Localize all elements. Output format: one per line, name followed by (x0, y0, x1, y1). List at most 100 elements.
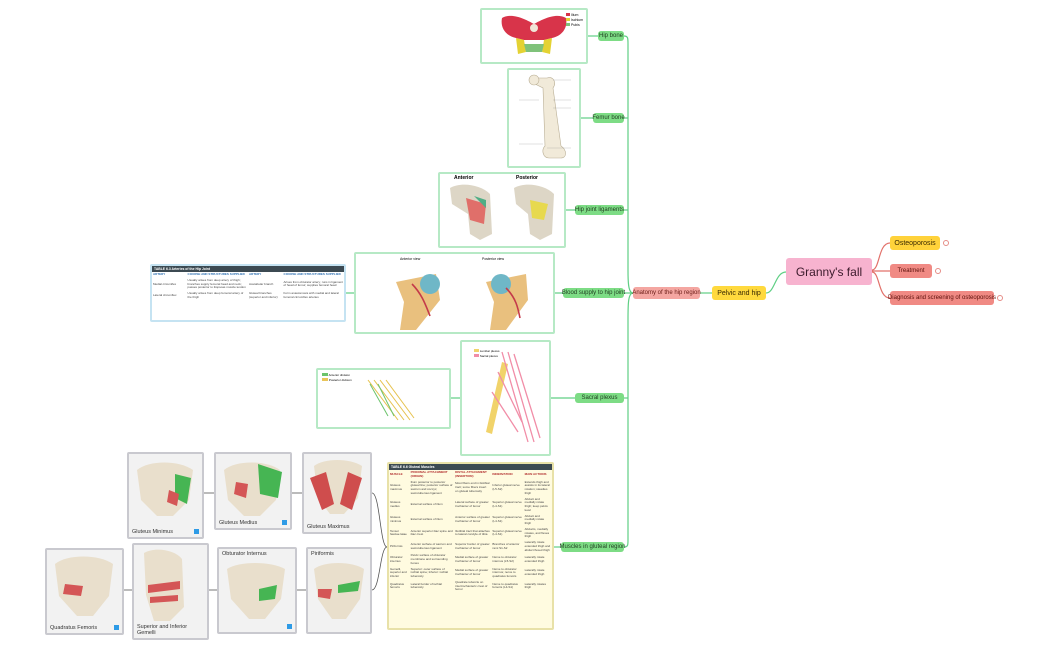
muscle-card-label: Gluteus Maximus (307, 524, 350, 530)
table-cell: Abducts, medially rotates, and flexes th… (524, 526, 550, 539)
table-cell: Inferior gluteal nerve (L5-S2) (492, 483, 520, 491)
topic-hip-bone[interactable]: Hip bone (598, 31, 624, 41)
table-cell: Medial surface of greater trochanter of … (455, 568, 489, 577)
collapse-icon[interactable] (943, 240, 949, 246)
col-header: PROXIMAL ATTACHMENT (ORIGIN) (410, 470, 448, 478)
expand-icon[interactable] (114, 625, 119, 630)
table-cell: Abduct and medially rotate thigh (524, 513, 545, 525)
table-cell: Gemelli, superior and inferior (390, 566, 407, 578)
table-cell: Lateral circumflex (153, 292, 177, 297)
col-header: COURSE AND STRUCTURES SUPPLIED (187, 272, 245, 276)
arteries-table[interactable]: TABLE 6.3 Arteries of the Hip Joint ARTE… (150, 264, 346, 322)
femur-image[interactable] (507, 68, 581, 168)
table-cell: Quadratus femoris (390, 581, 405, 590)
table-cell: Abduct and medially rotate thigh; keep p… (524, 496, 548, 512)
hip-bone-image[interactable]: Ilium Ischium Pubis (480, 8, 588, 64)
ligament-posterior-label: Posterior (516, 175, 538, 181)
blood-supply-image[interactable]: Anterior view Posterior view (354, 252, 555, 334)
table-cell: Form anastomosis with medial and lateral… (283, 291, 339, 299)
topic-diagnosis[interactable]: Diagnosis and screening of osteoporosis (888, 291, 996, 305)
topic-treatment[interactable]: Treatment (890, 264, 932, 278)
table-cell: Anterior surface of greater trochanter o… (455, 515, 490, 524)
gluteal-muscles-table[interactable]: TABLE 6.6 Gluteal Muscles MUSCLE PROXIMA… (387, 462, 554, 630)
col-header: COURSE AND STRUCTURES SUPPLIED (283, 272, 341, 276)
quadratus-femoris-illustration (55, 556, 113, 616)
topic-anatomy-hip-region[interactable]: Anatomy of the hip region (632, 287, 701, 299)
hip-bone-legend: Ilium Ischium Pubis (566, 13, 583, 28)
topic-pelvic-and-hip[interactable]: Pelvic and hip (712, 286, 766, 300)
table-cell: Laterally rotate extended thigh and abdu… (524, 540, 551, 552)
table-cell: Lateral border of ischial tuberosity (410, 581, 442, 590)
table-cell: Quadrate tubercle on intertrochanteric c… (455, 579, 488, 592)
gluteal-table-title: TABLE 6.6 Gluteal Muscles (389, 464, 552, 470)
topic-blood-supply[interactable]: Blood supply to hip joint (561, 288, 626, 298)
gluteus-minimus-illustration (137, 462, 193, 516)
arteries-table-title: TABLE 6.3 Arteries of the Hip Joint (152, 266, 344, 272)
root-topic[interactable]: Granny's fall (786, 258, 872, 285)
pelvis-illustration (501, 15, 567, 54)
blood-supply-illustration (396, 274, 528, 330)
expand-icon[interactable] (287, 624, 292, 629)
table-cell: Acetabular branch (248, 281, 274, 286)
table-cell: Superior border of greater trochanter of… (455, 541, 490, 550)
gluteus-medius-illustration (224, 462, 282, 516)
table-row: Medial circumflex Usually arises from de… (152, 278, 344, 291)
expand-icon[interactable] (194, 529, 199, 534)
col-header: ARTERY (248, 272, 262, 276)
table-cell: Gluteus maximus (390, 483, 403, 491)
table-cell: Extends thigh and assists in its lateral… (524, 479, 550, 495)
muscle-card-gluteus-minimus[interactable]: Gluteus Minimus (127, 452, 204, 539)
expand-icon[interactable] (282, 520, 287, 525)
muscle-card-quadratus-femoris[interactable]: Quadratus Femoris (45, 548, 124, 635)
topic-muscles-gluteal[interactable]: Muscles in gluteal region (559, 542, 626, 552)
table-cell: External surface of ilium (410, 502, 443, 507)
hip-ligaments-image[interactable]: Anterior Posterior (438, 172, 566, 248)
table-cell: Obturator internus (390, 555, 403, 563)
table-cell: Usually arises from deep artery of thigh… (187, 277, 246, 290)
muscle-card-label: Piriformis (311, 551, 334, 557)
sacral-plexus-right-illustration (486, 351, 541, 443)
table-cell: Gluteal branches (superior and inferior) (248, 291, 278, 299)
muscle-card-gluteus-maximus[interactable]: Gluteus Maximus (302, 452, 372, 534)
col-header: MAIN ACTIONS (524, 471, 547, 476)
muscle-card-label: Superior and Inferior Gemelli (137, 624, 188, 636)
table-cell: Lateral surface of greater trochanter of… (455, 500, 489, 508)
muscle-card-piriformis[interactable]: Piriformis (306, 547, 372, 634)
femur-illustration (519, 74, 571, 159)
table-cell: Superior gluteal nerve (L4-S1) (492, 528, 522, 537)
topic-osteoporosis[interactable]: Osteoporosis (890, 236, 940, 250)
table-cell: Pelvic surface of obturator membrane and… (410, 553, 448, 565)
table-cell: External surface of ilium (410, 517, 443, 522)
sacral-plexus-image-left[interactable]: Anterior division Posterior division (316, 368, 451, 429)
table-cell: Superior: outer surface of ischial spine… (410, 566, 449, 578)
muscle-card-gemelli[interactable]: Superior and Inferior Gemelli (132, 543, 209, 640)
table-cell: Medial surface of greater trochanter of … (455, 555, 489, 563)
obturator-internus-illustration (227, 563, 285, 619)
table-cell: Branches of anterior rami S1-S2 (492, 541, 520, 550)
collapse-icon[interactable] (997, 295, 1003, 301)
collapse-icon[interactable] (935, 268, 941, 274)
table-row: Lateral circumflex Usually arises from d… (152, 291, 344, 301)
sacral-plexus-image-right[interactable]: Lumbar plexus Sacral plexus (460, 340, 551, 456)
topic-sacral-plexus[interactable]: Sacral plexus (575, 393, 624, 403)
topic-hip-joint-ligaments[interactable]: Hip joint ligaments (574, 205, 625, 215)
ligament-anterior-label: Anterior (454, 175, 474, 181)
arteries-table-grid: ARTERY COURSE AND STRUCTURES SUPPLIED AR… (152, 272, 344, 301)
table-cell: Medial circumflex (153, 281, 177, 286)
col-header: MUSCLE (390, 471, 403, 476)
muscle-card-label: Quadratus Femoris (50, 625, 98, 631)
muscle-card-label: Obturator Internus (222, 551, 267, 557)
blood-anterior-label: Anterior view (400, 257, 421, 261)
muscle-card-gluteus-medius[interactable]: Gluteus Medius (214, 452, 292, 530)
table-cell: Nerve to obturator internus; nerve to qu… (492, 566, 517, 578)
gluteus-maximus-illustration (310, 460, 362, 514)
topic-femur-bone[interactable]: Femur bone (592, 113, 625, 123)
muscle-card-obturator-internus[interactable]: Obturator Internus (217, 547, 297, 634)
